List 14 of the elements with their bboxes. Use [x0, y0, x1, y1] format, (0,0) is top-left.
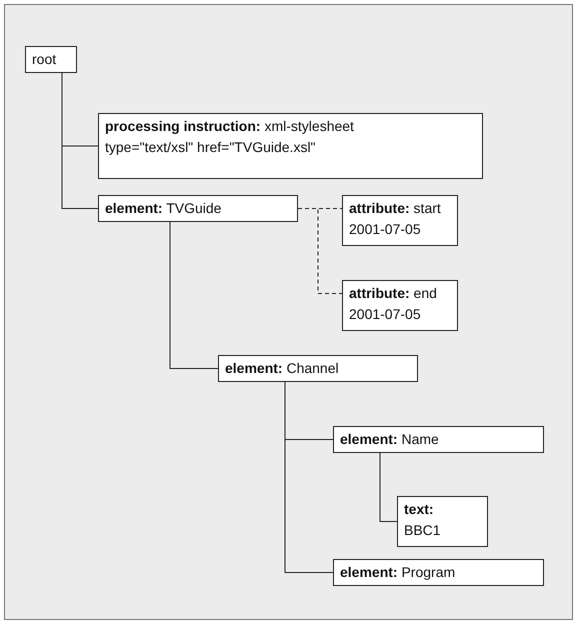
tree-connector: [284, 382, 334, 573]
tree-node-box: element: Program: [333, 559, 544, 586]
tree-connector: [380, 452, 398, 522]
tree-connector: [170, 222, 218, 369]
tree-node-box: attribute: end 2001-07-05: [342, 280, 458, 331]
tree-node-box: text: BBC1: [397, 496, 488, 547]
tree-connector: [62, 72, 98, 209]
tree-node-box: element: TVGuide: [98, 195, 298, 222]
tree-node-box: attribute: start 2001-07-05: [342, 195, 458, 246]
tree-node-box: root: [25, 46, 77, 73]
dashed-connector: [298, 208, 342, 294]
tree-node-box: element: Channel: [218, 355, 418, 382]
tree-node-box: element: Name: [333, 426, 544, 453]
tree-node-box: processing instruction: xml-stylesheet type="text/xsl" href="TVGuide.xsl": [98, 113, 483, 179]
